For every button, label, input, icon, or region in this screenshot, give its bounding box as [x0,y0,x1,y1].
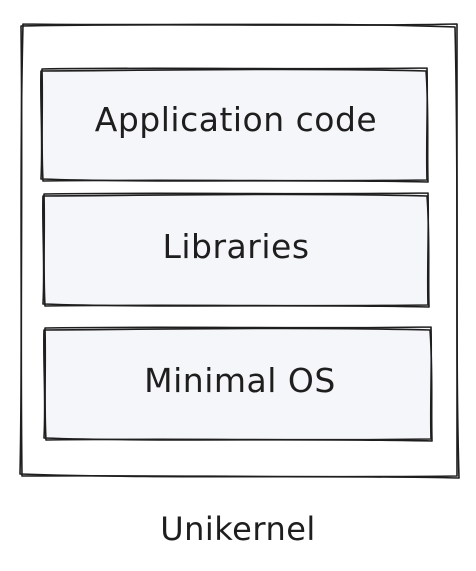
layer-application-code [39,67,429,183]
layer-label-application-code: Application code [94,100,378,139]
layer-label-libraries: Libraries [162,227,310,266]
diagram-caption: Unikernel [160,510,316,548]
unikernel-container [19,23,460,479]
layer-libraries [41,192,430,308]
layer-label-minimal-os: Minimal OS [144,361,336,400]
layer-minimal-os [42,326,433,442]
